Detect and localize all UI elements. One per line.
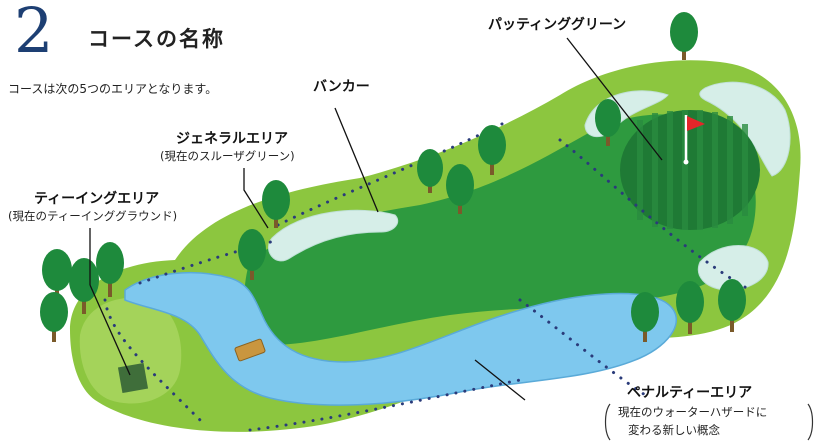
general-area-label: ジェネラルエリア (176, 131, 288, 147)
section-number: 2 (14, 0, 54, 67)
leader-lines (89, 37, 663, 401)
putting-green-label: パッティンググリーン (488, 17, 627, 33)
bunker-green-bottom (698, 245, 769, 291)
putting-green (620, 110, 760, 230)
tree-icon (595, 99, 621, 146)
tree-icon (718, 279, 746, 332)
tree-icon (238, 229, 266, 280)
teeing-area-label: ティーイングエリア (34, 191, 160, 207)
tree-icon (262, 180, 290, 228)
tree-icon (417, 149, 443, 193)
teeing-area-sub: (現在のティーインググラウンド) (8, 209, 178, 223)
tree-icon (69, 258, 99, 314)
tree-icon (446, 164, 474, 214)
flag-icon (683, 115, 705, 165)
tee-region (79, 297, 182, 404)
penalty-area-sub1: 現在のウォーターハザードに (618, 405, 768, 419)
tree-icon (478, 125, 506, 175)
water-hazard (124, 271, 678, 406)
penalty-area-sub2: 変わる新しい概念 (628, 423, 720, 437)
intro-text: コースは次の5つのエリアとなります。 (8, 82, 218, 96)
trees (40, 12, 746, 342)
page-title: コースの名称 (88, 27, 225, 51)
tree-icon (96, 242, 124, 297)
tee-box (117, 362, 149, 394)
tree-icon (631, 292, 659, 342)
tree-icon (670, 12, 698, 60)
boundary-dots (103, 118, 752, 432)
penalty-area-label: ペナルティーエリア (627, 385, 753, 401)
penalty-bracket (604, 403, 814, 441)
bridge-icon (234, 338, 266, 362)
general-area-sub: (現在のスルーザグリーン) (160, 149, 295, 163)
tree-icon (676, 281, 704, 334)
bunker-label: バンカー (313, 79, 370, 95)
tree-icon (40, 292, 68, 342)
bunker-left (267, 209, 399, 262)
